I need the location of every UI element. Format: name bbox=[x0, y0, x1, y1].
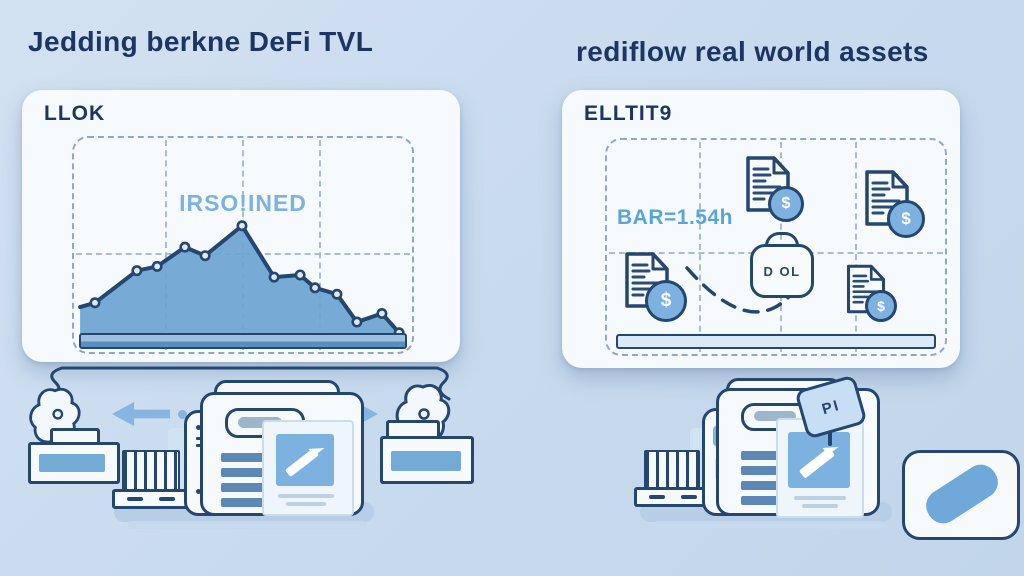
left-chart-card: LLOK IRSO!INED bbox=[22, 90, 460, 362]
gridline bbox=[855, 142, 857, 352]
image-placeholder-card bbox=[262, 420, 354, 516]
tvl-area-chart bbox=[78, 220, 405, 339]
caption-line bbox=[278, 494, 334, 498]
image-thumbnail bbox=[788, 432, 850, 488]
document-dollar-icon: $ bbox=[845, 262, 897, 322]
document-dollar-icon: $ bbox=[863, 168, 925, 238]
crate bbox=[28, 442, 120, 484]
base-dash bbox=[159, 497, 175, 501]
chart-annotation: IRSO!INED bbox=[179, 190, 307, 216]
pill-inner bbox=[754, 411, 796, 421]
base-dash bbox=[649, 495, 665, 499]
assets-diagram-area: BAR=1.54h $ $ $ $ D OL bbox=[605, 138, 947, 356]
platform-shadow bbox=[128, 521, 366, 529]
crate-stripe bbox=[391, 451, 461, 471]
hanging-ornament-icon bbox=[395, 383, 451, 444]
left-card-label: LLOK bbox=[44, 102, 106, 125]
device-dot bbox=[196, 425, 201, 430]
crate-stripe bbox=[39, 454, 105, 472]
base-dash bbox=[681, 495, 697, 499]
chart-plot-area: IRSO!INED bbox=[72, 136, 414, 354]
barcode-icon bbox=[122, 450, 180, 496]
badge-handle bbox=[765, 232, 799, 253]
image-thumbnail bbox=[276, 434, 334, 486]
hanging-ornament-icon bbox=[29, 387, 81, 444]
dollar-coin-icon: $ bbox=[645, 280, 687, 322]
gridline bbox=[319, 140, 321, 350]
caption-line bbox=[794, 496, 846, 500]
crate bbox=[380, 436, 474, 484]
base-dash bbox=[127, 497, 143, 501]
dollar-coin-icon: $ bbox=[768, 186, 804, 222]
dollar-coin-icon: $ bbox=[887, 200, 925, 238]
right-assets-card: ELLTIT9 BAR=1.54h $ $ $ bbox=[562, 90, 960, 368]
caption-line bbox=[286, 502, 326, 506]
caption-line bbox=[802, 504, 838, 508]
document-dollar-icon: $ bbox=[623, 250, 687, 322]
dollar-coin-icon: $ bbox=[865, 290, 897, 322]
rate-label: BAR=1.54h bbox=[617, 206, 733, 229]
gridline bbox=[699, 142, 701, 352]
platform-shadow bbox=[654, 521, 884, 529]
right-title: rediflow real world assets bbox=[576, 36, 929, 67]
ticket-icon bbox=[920, 458, 1004, 530]
assets-pedestal bbox=[616, 334, 936, 349]
dol-badge: D OL bbox=[750, 244, 814, 298]
text-bar bbox=[221, 498, 291, 507]
pill-inner bbox=[238, 417, 282, 428]
device-dot bbox=[196, 489, 201, 494]
gridline bbox=[165, 140, 167, 350]
right-card-label: ELLTIT9 bbox=[584, 102, 673, 125]
text-bar bbox=[741, 496, 809, 505]
arrow-dot bbox=[178, 410, 187, 419]
chart-pedestal bbox=[79, 333, 407, 349]
left-title: Jedding berkne DeFi TVL bbox=[28, 26, 374, 57]
ticket-card bbox=[902, 450, 1020, 540]
document-dollar-icon: $ bbox=[744, 154, 804, 222]
